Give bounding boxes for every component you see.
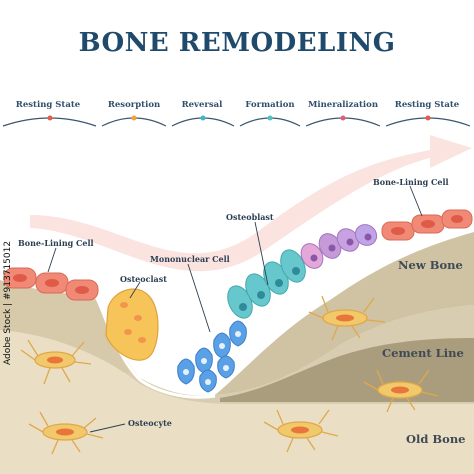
osteocyte-5: [263, 409, 339, 453]
bone-lining-nuclei-right: [391, 215, 463, 235]
label-osteoclast: Osteoclast: [120, 274, 167, 284]
osteocyte-3: [308, 295, 386, 341]
osteocyte-4: [363, 369, 439, 413]
mineralizing-cells: [300, 224, 378, 269]
label-cement-line: Cement Line: [382, 346, 464, 360]
mineralizing-nuclei: [310, 233, 372, 262]
label-new-bone: New Bone: [398, 258, 463, 272]
timeline-arcs: [2, 117, 471, 127]
label-mononuclear-cell: Mononuclear Cell: [150, 254, 230, 264]
old-bone-fill: [0, 330, 474, 474]
phase-resorption: Resorption: [107, 100, 161, 110]
phase-mineralization: Mineralization: [307, 100, 379, 110]
osteocyte-1: [20, 339, 92, 385]
mononuclear-nuclei: [183, 331, 241, 385]
stock-watermark: Adobe Stock | #913715012: [3, 240, 13, 365]
label-bone-lining-cell-right: Bone-Lining Cell: [373, 177, 449, 187]
label-osteocyte: Osteocyte: [128, 418, 172, 428]
label-bone-lining-cell-left: Bone-Lining Cell: [18, 238, 94, 248]
osteoclast-cell: [105, 288, 159, 361]
phase-resting-state-start: Resting State: [15, 100, 81, 110]
progress-arrow: [30, 135, 472, 272]
phase-resting-state-end: Resting State: [394, 100, 460, 110]
bone-lining-nuclei-left: [13, 274, 89, 294]
osteocytes: [20, 295, 439, 455]
leader-lines: [47, 185, 423, 433]
osteocyte-2: [28, 411, 104, 455]
phase-reversal: Reversal: [181, 100, 223, 110]
label-old-bone: Old Bone: [406, 432, 466, 446]
osteoblast-nuclei: [239, 267, 300, 311]
timeline-dots: [47, 115, 431, 121]
page-title: BONE REMODELING: [78, 28, 396, 58]
label-osteoblast: Osteoblast: [226, 212, 274, 222]
phase-formation: Formation: [245, 100, 295, 110]
osteoblast-cells: [227, 249, 306, 319]
mononuclear-cells: [177, 320, 247, 393]
